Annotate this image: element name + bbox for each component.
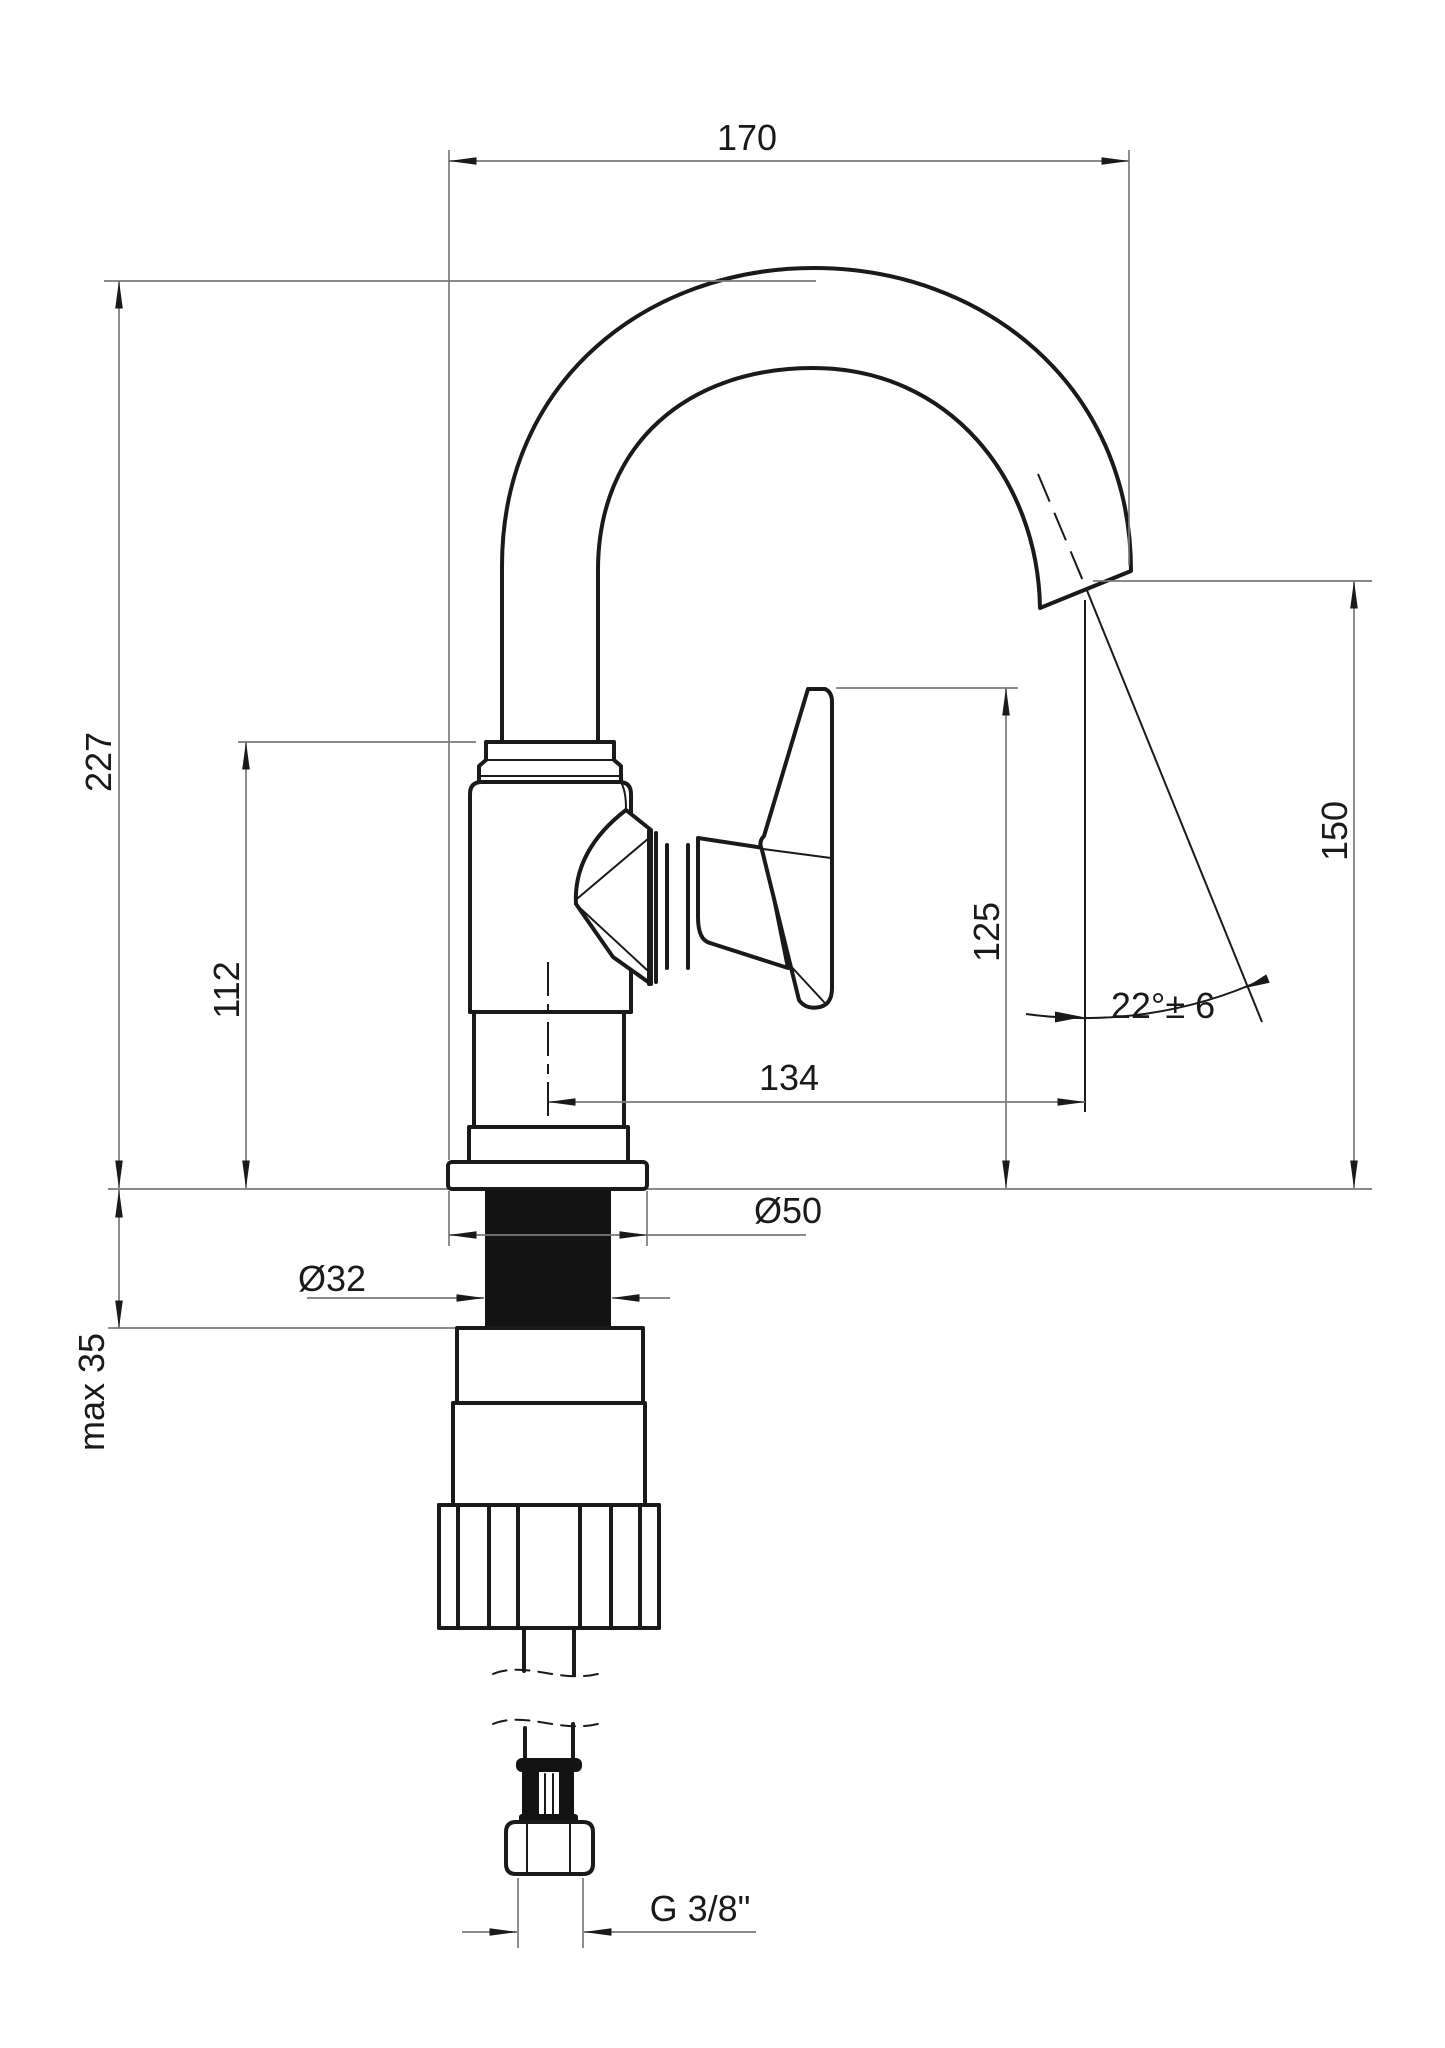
dimension-labels: 170 227 112 125 150 134 22°± 6 Ø50 Ø32 m… bbox=[71, 117, 1355, 1929]
stream-centerline-dashed bbox=[1037, 473, 1087, 589]
angle-arrow-right bbox=[1245, 974, 1270, 988]
spout-outline bbox=[500, 266, 1133, 744]
handle-lever-joint-line bbox=[762, 848, 832, 859]
base-collar bbox=[467, 1125, 630, 1164]
skirt-rib-1 bbox=[437, 1503, 460, 1630]
supply-hose-upper bbox=[522, 1626, 576, 1677]
skirt-rib-2 bbox=[487, 1503, 520, 1630]
skirt-rib-4 bbox=[638, 1503, 661, 1630]
dim-label-outlet-height: 150 bbox=[1314, 801, 1355, 861]
dim-label-shank-diameter: Ø32 bbox=[298, 1258, 366, 1299]
dim-label-handle-height: 125 bbox=[966, 902, 1007, 962]
connector-hex-nut bbox=[504, 1820, 595, 1876]
dim-label-body-height: 112 bbox=[206, 961, 247, 1018]
dim-label-total-height: 227 bbox=[78, 732, 119, 792]
ferrule-top-band bbox=[516, 1758, 582, 1772]
body-outline bbox=[468, 780, 633, 1014]
base-plate bbox=[446, 1160, 649, 1191]
valve-cone bbox=[573, 808, 653, 986]
dim-label-thread: G 3/8" bbox=[650, 1888, 751, 1929]
mounting-shank bbox=[485, 1190, 611, 1328]
supply-hose-lower bbox=[523, 1722, 575, 1762]
valve-cone-edge-lower bbox=[579, 907, 648, 971]
mounting-nut-upper bbox=[455, 1326, 645, 1405]
skirt-rib-3 bbox=[578, 1503, 613, 1630]
stream-line bbox=[1085, 587, 1263, 1023]
hose-break-line-upper bbox=[492, 1668, 606, 1678]
angle-arrow-left bbox=[1055, 1011, 1083, 1023]
ferrule-bar-left bbox=[522, 1772, 539, 1816]
dim-label-base-diameter: Ø50 bbox=[754, 1190, 822, 1231]
ext-lines-thread bbox=[517, 1878, 584, 1948]
hose-break-line-lower bbox=[492, 1718, 606, 1728]
dim-label-spout-reach: 170 bbox=[717, 117, 777, 158]
dimension-annotations bbox=[104, 150, 1372, 1948]
lower-tube bbox=[472, 1010, 626, 1129]
ferrule-bar-right bbox=[559, 1772, 574, 1816]
faucet-parts bbox=[437, 266, 1133, 1876]
handle-lever-foot-line bbox=[786, 961, 825, 1003]
dim-label-outlet-reach: 134 bbox=[759, 1057, 819, 1098]
ferrule-inner-lines bbox=[544, 1773, 554, 1815]
valve-cone-edge-upper bbox=[577, 837, 650, 899]
mounting-nut-lower bbox=[451, 1401, 647, 1507]
handle-lever bbox=[758, 687, 834, 1010]
castellated-skirt bbox=[437, 1503, 661, 1630]
body-shoulder-curve bbox=[620, 781, 627, 811]
hex-nut-facet-lines bbox=[526, 1822, 571, 1874]
dim-label-max-thickness: max 35 bbox=[71, 1333, 112, 1451]
dim-label-outlet-angle: 22°± 6 bbox=[1111, 985, 1215, 1026]
